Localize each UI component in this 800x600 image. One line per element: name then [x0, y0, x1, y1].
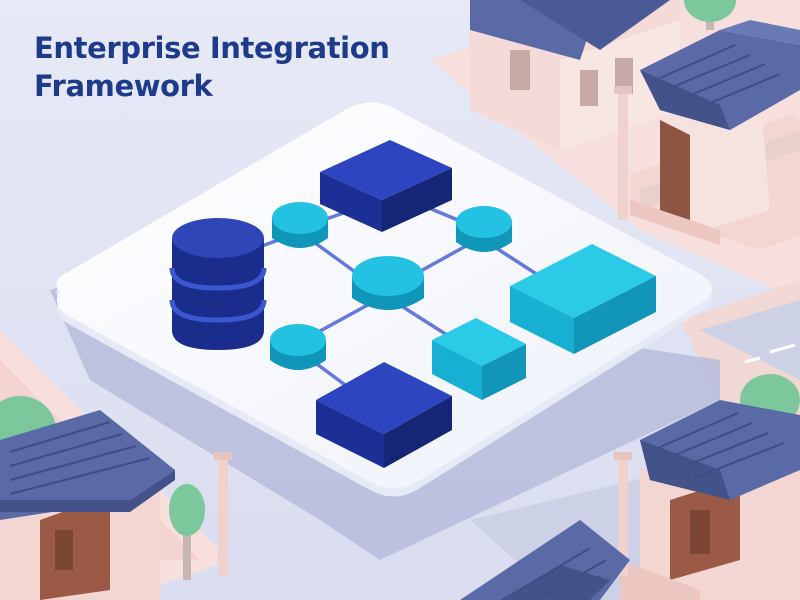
door-icon — [55, 530, 73, 570]
roof — [0, 410, 175, 520]
hanok-house-top-right — [630, 20, 800, 250]
database-icon — [169, 218, 267, 350]
small-cyan-block — [432, 318, 526, 400]
disc-right-top — [456, 206, 512, 252]
door-icon — [690, 510, 710, 554]
big-cyan-block — [510, 244, 656, 354]
disc-center — [352, 256, 424, 310]
hanok-house-bottom-left — [0, 396, 175, 600]
disc-left-top — [272, 202, 328, 248]
house-top-center — [470, 0, 680, 150]
hanok-house-bottom-right — [620, 374, 800, 600]
top-navy-block — [320, 140, 452, 232]
hanok-roof-bottom-center — [460, 520, 630, 600]
lamp-post — [214, 452, 232, 576]
road-markings — [744, 343, 796, 364]
tree-icon — [684, 0, 736, 30]
disc-left-bottom — [270, 324, 326, 370]
lamp-post — [614, 86, 632, 220]
road-right — [700, 300, 800, 380]
bottom-navy-block — [316, 362, 452, 468]
page-title-line-1: Enterprise Integration — [34, 31, 390, 65]
tree-icon — [169, 484, 205, 580]
lamp-post — [614, 452, 632, 576]
window-icon — [510, 50, 530, 90]
page-title-line-2: Framework — [34, 69, 213, 103]
